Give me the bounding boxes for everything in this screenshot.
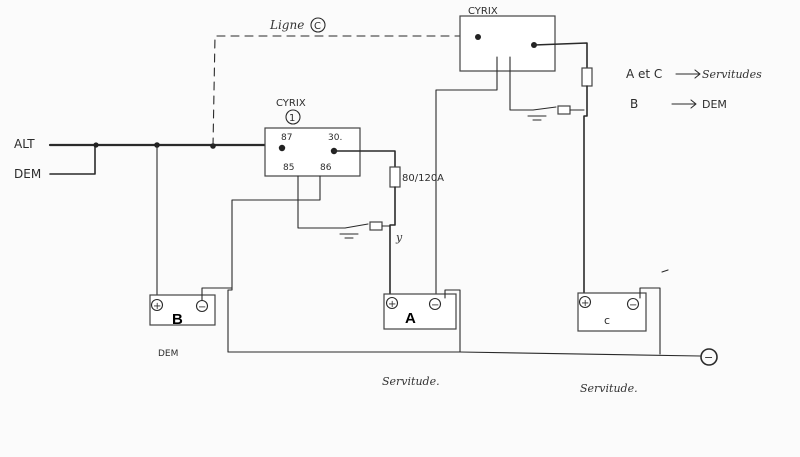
ligne-c-dashed-wire xyxy=(212,35,479,147)
legend-line1-right: Servitudes xyxy=(702,68,762,81)
battery-a-minus: − xyxy=(431,300,439,311)
battery-b xyxy=(149,294,216,326)
relay2-to-c-wire xyxy=(583,85,588,295)
relay1-number: 1 xyxy=(289,113,295,124)
switch-contact-2 xyxy=(532,106,557,111)
ground-symbol-2 xyxy=(527,115,547,121)
relay2-box xyxy=(459,15,556,72)
legend-arrow-2 xyxy=(671,99,697,109)
dem-label: DEM xyxy=(14,167,41,181)
switch-indicator-2 xyxy=(557,105,571,115)
ground-terminal xyxy=(700,348,718,366)
battery-b-plus-terminal xyxy=(150,298,164,312)
alt-label: ALT xyxy=(14,137,35,151)
relay2-contact-left xyxy=(475,34,481,40)
relay2-to-a-minus-wire xyxy=(435,56,498,299)
legend-line2-right: DEM xyxy=(702,98,727,111)
battery-a-plus: + xyxy=(388,299,396,310)
relay2-fuse xyxy=(581,67,593,87)
ligne-c-mark: C xyxy=(314,21,321,32)
fuse-to-a-wire xyxy=(389,186,396,296)
b-minus-wire xyxy=(201,287,233,301)
y-mark: y xyxy=(395,231,403,244)
relay2-coil-wire xyxy=(509,56,534,111)
junction-dem xyxy=(93,142,99,148)
relay1-output-wire xyxy=(333,150,396,168)
fuse-symbol xyxy=(389,166,401,188)
relay1-85-wire xyxy=(297,175,346,229)
a-minus-ground-wire xyxy=(444,289,461,353)
battery-a-minus-terminal xyxy=(428,297,442,311)
relay1-pin30: 30. xyxy=(328,133,342,143)
relay1-contact-87 xyxy=(278,144,286,152)
battery-b-label: B xyxy=(172,311,183,328)
relay1-pin85: 85 xyxy=(283,163,294,173)
dem-below-label: DEM xyxy=(158,349,178,359)
relay2-output-wire xyxy=(533,42,588,69)
servitude-c-label: Servitude. xyxy=(580,382,638,395)
relay1-pin86: 86 xyxy=(320,163,332,173)
switch-indicator-1 xyxy=(369,221,383,231)
ground-terminal-sign: − xyxy=(704,351,713,364)
battery-c-plus: + xyxy=(581,298,589,309)
battery-a-label: A xyxy=(405,310,416,327)
ground-symbol-1 xyxy=(339,233,359,239)
relay1-pin87: 87 xyxy=(281,133,292,143)
battery-c-plus-terminal xyxy=(578,295,592,309)
battery-c-minus: − xyxy=(629,300,637,311)
dem-input-wire xyxy=(49,144,96,175)
c-minus-ground-wire xyxy=(639,287,661,355)
battery-c-label: c xyxy=(604,314,610,327)
battery-b-minus: − xyxy=(198,302,206,313)
legend-line1-left: A et C xyxy=(626,67,662,81)
battery-b-plus: + xyxy=(153,301,161,312)
relay1-box xyxy=(264,127,361,177)
legend-arrow-1 xyxy=(675,69,701,79)
battery-a-plus-terminal xyxy=(385,296,399,310)
relay2-name: CYRIX xyxy=(468,6,498,17)
battery-c-minus-terminal xyxy=(626,297,640,311)
legend-line2-left: B xyxy=(630,97,638,111)
relay1-86-wire xyxy=(227,175,321,353)
relay1-name: CYRIX xyxy=(276,98,306,109)
common-ground-wire xyxy=(227,351,701,357)
servitude-a-label: Servitude. xyxy=(382,375,440,388)
relay1-number-circle xyxy=(285,109,301,125)
switch-contact-1 xyxy=(344,223,369,229)
ligne-label: Ligne xyxy=(269,18,304,32)
pencil-mark xyxy=(661,269,669,273)
ligne-c-circle xyxy=(310,17,326,33)
fuse-label: 80/120A xyxy=(402,173,444,184)
